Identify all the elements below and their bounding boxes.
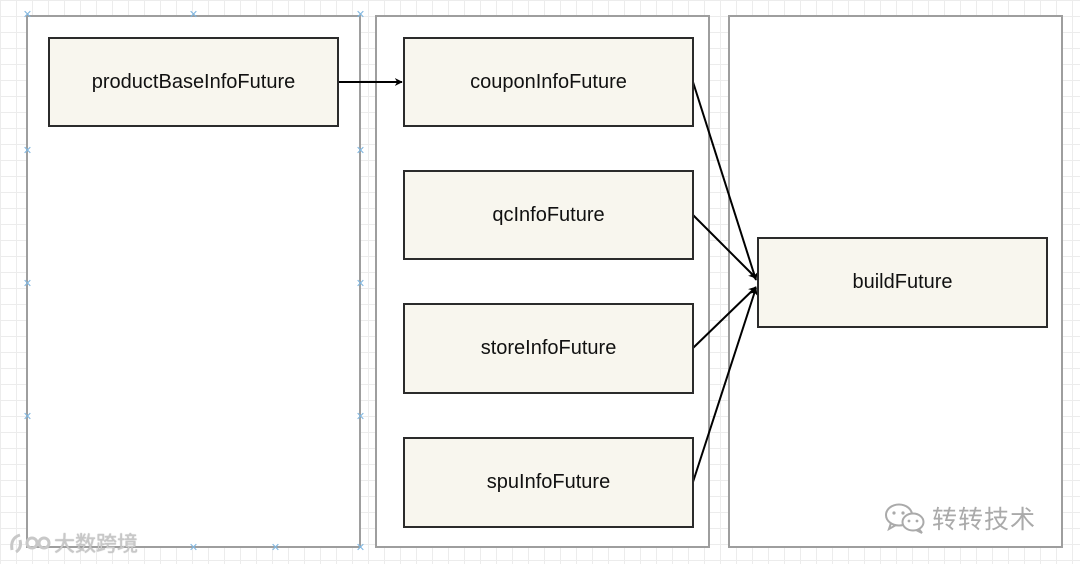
selection-handle-icon[interactable]: ✕ bbox=[270, 542, 281, 554]
selection-handle-icon[interactable]: ✕ bbox=[22, 9, 33, 21]
watermark-left: 大数跨境 bbox=[8, 528, 138, 558]
selection-handle-icon[interactable]: ✕ bbox=[188, 542, 199, 554]
selection-handle-icon[interactable]: ✕ bbox=[355, 9, 366, 21]
node-product-base-info-future[interactable]: productBaseInfoFuture bbox=[48, 37, 339, 127]
wechat-icon bbox=[885, 503, 925, 534]
selection-handle-icon[interactable]: ✕ bbox=[188, 9, 199, 21]
node-qc-info-future[interactable]: qcInfoFuture bbox=[403, 170, 694, 260]
node-store-info-future[interactable]: storeInfoFuture bbox=[403, 303, 694, 394]
watermark-left-text: 大数跨境 bbox=[54, 533, 138, 556]
watermark-right: 转转技术 bbox=[884, 500, 1036, 536]
selection-handle-icon[interactable]: ✕ bbox=[355, 411, 366, 423]
selection-handle-icon[interactable]: ✕ bbox=[355, 278, 366, 290]
node-spu-info-future[interactable]: spuInfoFuture bbox=[403, 437, 694, 528]
selection-handle-icon[interactable]: ✕ bbox=[355, 145, 366, 157]
selection-handle-icon[interactable]: ✕ bbox=[355, 542, 366, 554]
watermark-right-text: 转转技术 bbox=[932, 506, 1037, 534]
node-build-future[interactable]: buildFuture bbox=[757, 237, 1048, 328]
node-coupon-info-future[interactable]: couponInfoFuture bbox=[403, 37, 694, 127]
watermark-logo-icon bbox=[10, 533, 51, 554]
selection-handle-icon[interactable]: ✕ bbox=[22, 145, 33, 157]
selection-handle-icon[interactable]: ✕ bbox=[22, 278, 33, 290]
selection-handle-icon[interactable]: ✕ bbox=[22, 411, 33, 423]
